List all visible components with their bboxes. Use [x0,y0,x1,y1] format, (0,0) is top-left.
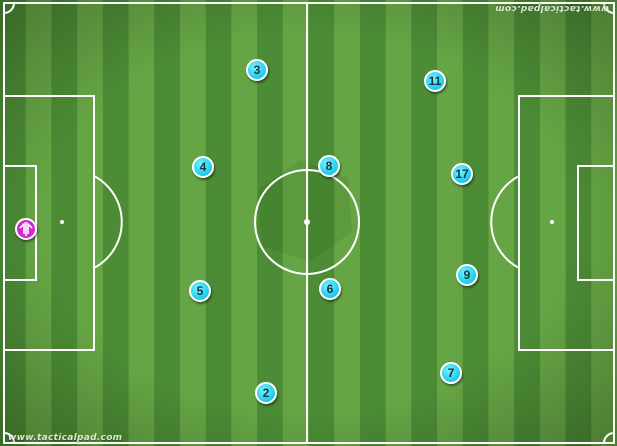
shirt-split-icon [19,222,33,236]
player-token-5[interactable]: 5 [189,280,211,302]
player-token-7[interactable]: 7 [440,362,462,384]
corner-arc-bottom-left [3,432,15,444]
right-penalty-arc [490,175,520,269]
watermark-bottom: www.tacticalpad.com [8,433,123,443]
right-penalty-spot [550,220,554,224]
player-token-4[interactable]: 4 [192,156,214,178]
center-circle [254,169,360,275]
goalkeeper-token[interactable] [15,218,37,240]
left-penalty-spot [60,220,64,224]
right-goal-area [577,165,615,281]
corner-arc-bottom-right [603,432,615,444]
player-token-8[interactable]: 8 [318,155,340,177]
player-token-2[interactable]: 2 [255,382,277,404]
center-spot [304,219,310,225]
watermark-top: www.tacticalpad.com [494,3,609,13]
player-token-11[interactable]: 11 [424,70,446,92]
left-goal-area [3,165,37,281]
left-penalty-arc [93,175,123,269]
player-token-17[interactable]: 17 [451,163,473,185]
player-token-3[interactable]: 3 [246,59,268,81]
player-token-9[interactable]: 9 [456,264,478,286]
pitch-spots [60,219,554,225]
corner-arc-top-right [603,2,615,14]
player-token-6[interactable]: 6 [319,278,341,300]
corner-arc-top-left [3,2,15,14]
